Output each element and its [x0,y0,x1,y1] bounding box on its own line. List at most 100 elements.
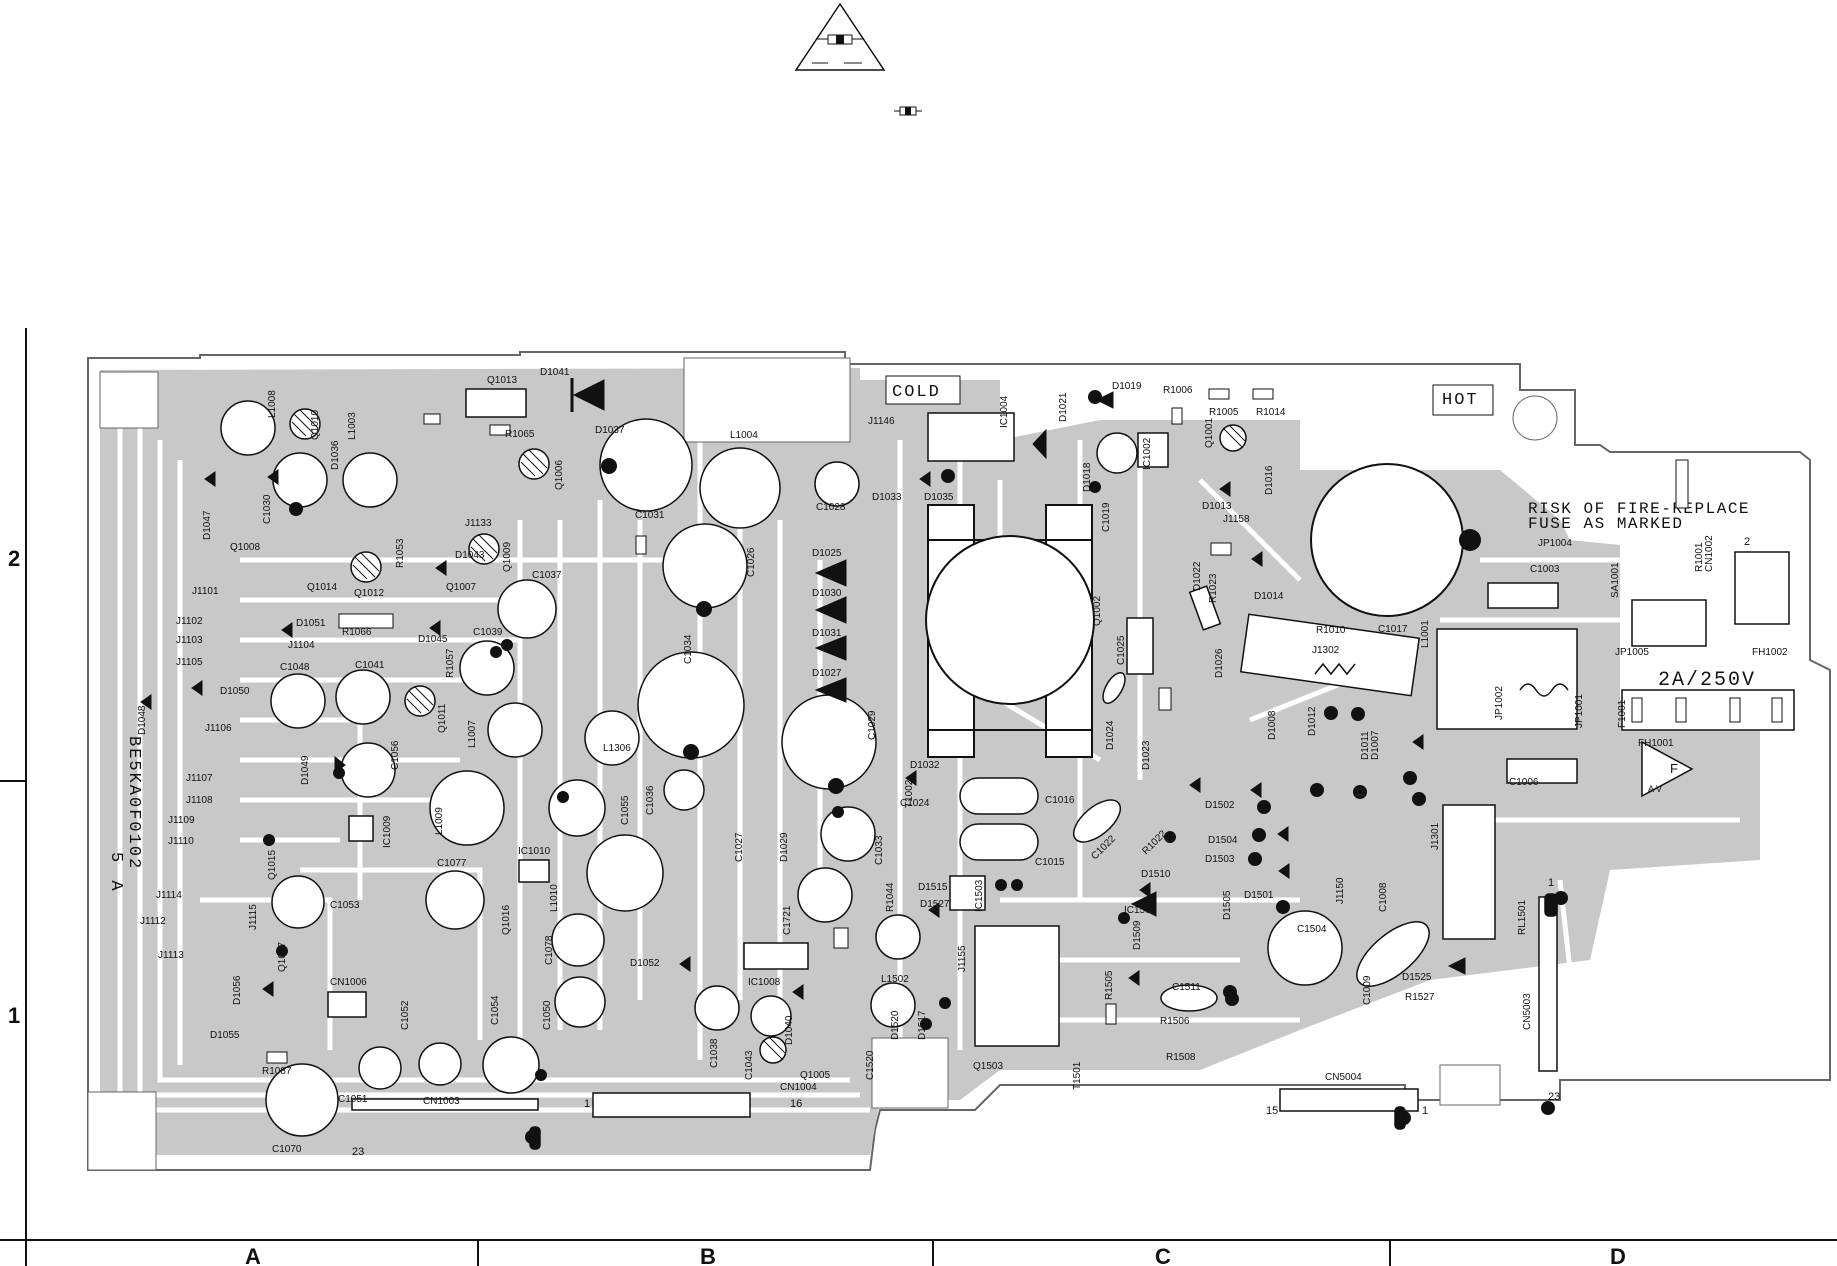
ref-label-c1034: C1034 [683,634,694,664]
ref-label-c1077: C1077 [437,858,467,869]
ref-label-q1503: Q1503 [973,1061,1003,1072]
ref-label-j1102: J1102 [176,616,203,627]
ref-label-d1011: D1011 [1360,731,1371,760]
ref-label-l1008: L1008 [267,390,278,418]
ref-label-d1527: D1527 [920,899,950,910]
ref-label-d1024: D1024 [1105,720,1116,750]
ref-label-c1504: C1504 [1297,924,1327,935]
ref-label-d1041: D1041 [540,367,570,378]
ref-label-j1104: J1104 [288,640,315,651]
transformer-t1002 [925,504,1095,758]
ref-label-c1070: C1070 [272,1144,302,1155]
cn1002-pin-2: 2 [1744,536,1750,548]
ref-label-jp1004: JP1004 [1538,538,1572,549]
legend-small-fuse-icon [894,106,922,116]
ref-label-j1114: J1114 [156,890,182,901]
ref-label-d1013: D1013 [1202,501,1232,512]
ref-label-q1008: Q1008 [230,542,260,553]
solder-pads [263,390,1568,1144]
row-label-1: 1 [8,1003,20,1028]
cn1003-pin-23: 23 [352,1146,364,1158]
ref-label-q1005: Q1005 [800,1070,830,1081]
ref-label-r1053: R1053 [395,538,406,568]
ref-label-d1021: D1021 [1058,392,1069,422]
ref-label-d1014: D1014 [1254,591,1284,602]
ref-label-ic1004: IC1004 [999,395,1010,428]
ref-label-r1044: R1044 [885,882,896,912]
ref-label-q1002: Q1002 [1092,596,1103,626]
ref-label-q1014: Q1014 [307,582,337,593]
ref-label-cn1004: CN1004 [780,1082,817,1093]
cn1004-pin-16: 16 [790,1098,802,1110]
ref-label-r1006: R1006 [1163,385,1193,396]
ref-label-r1001: R1001 [1694,542,1705,572]
board-revision: 5 A [106,852,125,895]
warning-text-line2: FUSE AS MARKED [1528,515,1683,533]
ref-label-r1066: R1066 [342,627,372,638]
fuse-symbol-label: F [1670,761,1678,776]
ref-label-q1007: Q1007 [446,582,476,593]
ref-label-d1048: D1048 [137,705,148,735]
ref-label-j1101: J1101 [192,586,219,597]
ref-label-d1030: D1030 [812,588,842,599]
hot-side-label: HOT [1442,391,1479,410]
ref-label-jp1002: JP1002 [1494,686,1505,720]
ref-label-d1045: D1045 [418,634,448,645]
ref-label-fh1002: FH1002 [1752,647,1788,658]
ref-label-d1051: D1051 [296,618,326,629]
ref-label-d1018: D1018 [1082,462,1093,492]
column-label-c: C [1155,1244,1171,1266]
ref-label-q1012: Q1012 [354,588,384,599]
ref-label-ic1501: IC1501 [1124,905,1157,916]
grid-frame [0,328,1837,1266]
ref-label-cn1003: CN1003 [423,1096,460,1107]
rect-components [327,388,1790,1118]
ref-label-d1505: D1505 [1222,890,1233,920]
ref-label-d1012: D1012 [1307,706,1318,736]
small-pads [266,388,1689,1064]
ref-label-jp1005: JP1005 [1615,647,1649,658]
ref-label-q1010: Q1010 [310,410,321,440]
ref-label-j1302: J1302 [1312,645,1340,656]
ref-label-d1029: D1029 [779,832,790,862]
ref-label-c1029: C1029 [867,710,878,740]
ref-label-j1113: J1113 [158,950,184,961]
ref-label-j1150: J1150 [1335,877,1346,904]
ref-label-j1105: J1105 [176,657,203,668]
ref-label-r1505: R1505 [1104,970,1115,1000]
ref-label-c1033: C1033 [874,835,885,865]
ref-label-q1011: Q1011 [437,703,448,733]
ref-label-d1515: D1515 [918,882,948,893]
ref-label-t1002: T1002 [904,779,915,808]
ref-label-c1008: C1008 [1378,882,1389,912]
ref-label-cn1002: CN1002 [1704,535,1715,572]
ref-label-c1006: C1006 [1509,777,1539,788]
ref-label-c1078: C1078 [544,935,555,965]
ref-label-d1040: D1040 [784,1015,795,1045]
ref-label-r1057: R1057 [445,648,456,678]
ref-label-ic1009: IC1009 [382,815,393,848]
ref-label-r1065: R1065 [505,429,535,440]
ref-label-d1008: D1008 [1267,710,1278,740]
ref-label-c1031: C1031 [635,510,665,521]
fuse-rating-label: 2A/250V [1658,669,1756,692]
ref-label-d1019: D1019 [1112,381,1142,392]
ref-label-c1019: C1019 [1101,502,1112,532]
ref-label-r1506: R1506 [1160,1016,1190,1027]
ref-label-c1016: C1016 [1045,795,1075,806]
ref-label-d1517: D1517 [917,1010,928,1040]
ref-label-fh1001: FH1001 [1638,738,1674,749]
ref-label-q1013: Q1013 [487,375,517,386]
ref-label-jp1001: JP1001 [1574,694,1585,728]
ref-label-d1047: D1047 [202,510,213,540]
cn5003-pin-1: 1 [1548,877,1554,889]
ref-label-c1026: C1026 [746,547,757,577]
column-label-d: D [1610,1244,1626,1266]
hatch-lines [291,409,1246,1061]
ref-label-r1010: R1010 [1316,625,1346,636]
ref-label-c1048: C1048 [280,662,310,673]
ref-label-j1155: J1155 [957,945,968,972]
ref-label-c1039: C1039 [473,627,503,638]
ref-label-cn1006: CN1006 [330,977,367,988]
